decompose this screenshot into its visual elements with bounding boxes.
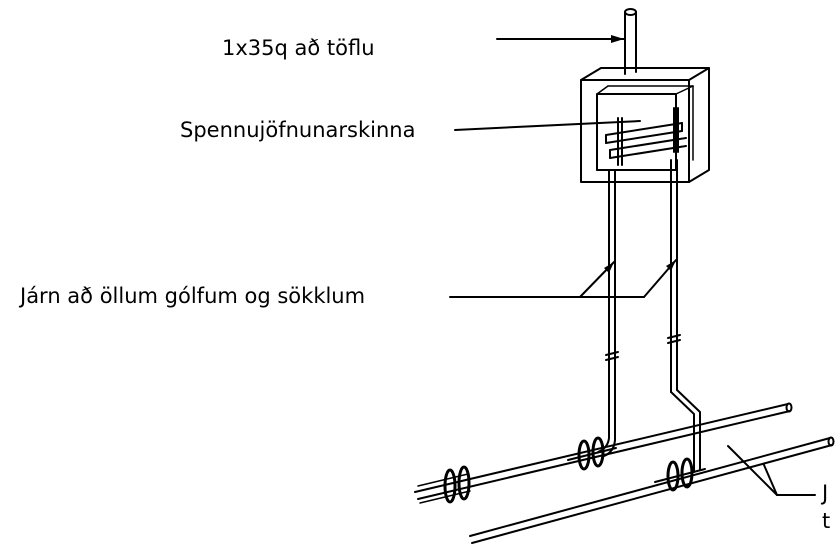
left-conductor bbox=[597, 169, 619, 457]
busbar-label: Spennujöfnunarskinna bbox=[180, 118, 415, 142]
rebar-lower bbox=[469, 436, 835, 544]
clamp-left-conductor bbox=[567, 436, 617, 471]
edge-label-line1: J bbox=[820, 481, 828, 505]
busbar-leader bbox=[454, 120, 641, 131]
busbar bbox=[605, 107, 687, 166]
right-conductor bbox=[667, 159, 701, 473]
cable-label: 1x35q að töflu bbox=[222, 36, 375, 60]
rebar-label: Járn að öllum gólfum og sökklum bbox=[18, 284, 365, 308]
rebar-leader bbox=[449, 259, 677, 298]
clamp-far-left bbox=[443, 465, 471, 504]
edge-leader bbox=[727, 445, 816, 496]
bonding-box bbox=[580, 67, 710, 183]
clamp-right-conductor bbox=[654, 457, 706, 492]
edge-label-line2: t bbox=[822, 509, 830, 533]
cable-leader bbox=[496, 35, 625, 43]
cable-pipe bbox=[624, 8, 637, 75]
